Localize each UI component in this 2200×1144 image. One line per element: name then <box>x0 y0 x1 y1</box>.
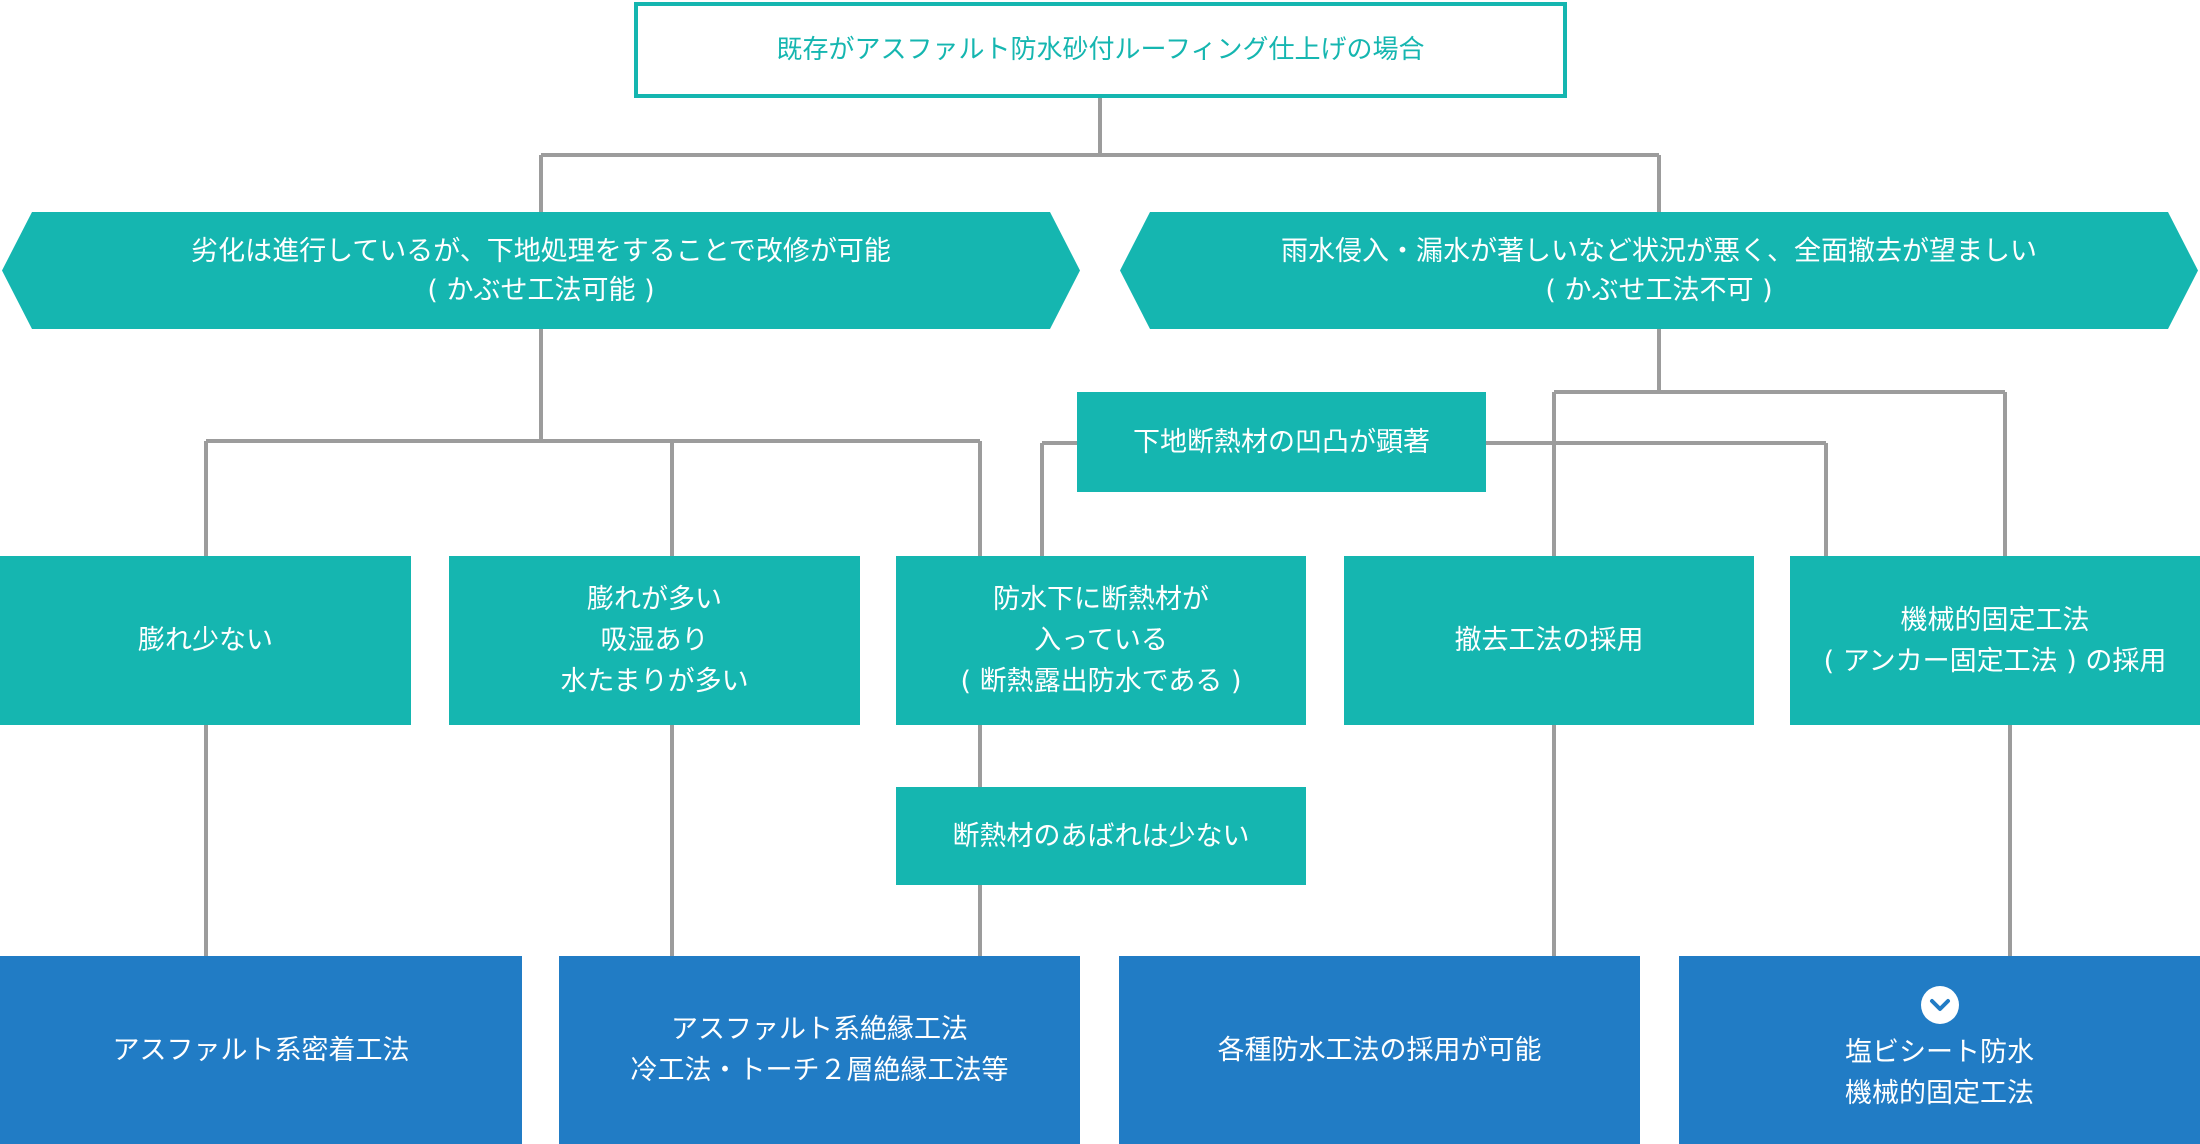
middle-label-node: 下地断熱材の凹凸が顕著 <box>1077 392 1486 492</box>
condition-line: 撤去工法の採用 <box>1454 625 1644 656</box>
result-node: 各種防水工法の採用が可能 <box>1119 956 1640 1144</box>
condition-line: 膨れが多い <box>587 584 722 615</box>
branch-right-line2: ( かぶせ工法不可 ) <box>1545 274 1773 306</box>
condition-node: 機械的固定工法 ( アンカー固定工法 ) の採用 <box>1790 556 2200 725</box>
root-node-label: 既存がアスファルト防水砂付ルーフィング仕上げの場合 <box>776 34 1425 65</box>
condition-line: 機械的固定工法 <box>1900 604 2090 636</box>
result-node: アスファルト系密着工法 <box>0 956 522 1144</box>
root-node: 既存がアスファルト防水砂付ルーフィング仕上げの場合 <box>634 2 1567 98</box>
middle-label-text: 下地断熱材の凹凸が顕著 <box>1133 426 1430 458</box>
condition-line: 水たまりが多い <box>560 666 749 697</box>
result-line: 冷工法・トーチ２層絶縁工法等 <box>630 1055 1009 1086</box>
result-line: 機械的固定工法 <box>1845 1078 2034 1109</box>
condition-line: 膨れ少ない <box>138 625 273 656</box>
condition-line: 吸湿あり <box>600 625 709 656</box>
condition-node: 膨れ少ない <box>0 556 411 725</box>
result-line: 各種防水工法の採用が可能 <box>1217 1034 1542 1066</box>
result-node: 塩ビシート防水 機械的固定工法 <box>1679 956 2200 1144</box>
condition-line: 入っている <box>1034 625 1168 656</box>
result-line: アスファルト系密着工法 <box>112 1034 410 1066</box>
condition-line: ( アンカー固定工法 ) の採用 <box>1823 645 2167 677</box>
note-text: 断熱材のあばれは少ない <box>952 820 1250 852</box>
branch-left: 劣化は進行しているが、下地処理をすることで改修が可能 ( かぶせ工法可能 ) <box>2 212 1080 329</box>
branch-right-line1: 雨水侵入・漏水が著しいなど状況が悪く、全面撤去が望ましい <box>1281 235 2037 267</box>
branch-left-line2: ( かぶせ工法可能 ) <box>427 274 655 306</box>
chevron-down-circle-icon <box>1920 986 1959 1024</box>
branch-left-line1: 劣化は進行しているが、下地処理をすることで改修が可能 <box>191 235 891 267</box>
branch-right: 雨水侵入・漏水が著しいなど状況が悪く、全面撤去が望ましい ( かぶせ工法不可 ) <box>1120 212 2198 329</box>
result-line: アスファルト系絶縁工法 <box>671 1014 968 1045</box>
condition-line: ( 断熱露出防水である ) <box>960 666 1242 697</box>
result-line: 塩ビシート防水 <box>1845 1037 2034 1068</box>
condition-node: 防水下に断熱材が 入っている ( 断熱露出防水である ) <box>896 556 1306 725</box>
result-node: アスファルト系絶縁工法 冷工法・トーチ２層絶縁工法等 <box>559 956 1080 1144</box>
condition-node: 膨れが多い 吸湿あり 水たまりが多い <box>449 556 860 725</box>
note-node: 断熱材のあばれは少ない <box>896 787 1306 885</box>
condition-line: 防水下に断熱材が <box>993 584 1209 615</box>
condition-node: 撤去工法の採用 <box>1344 556 1754 725</box>
